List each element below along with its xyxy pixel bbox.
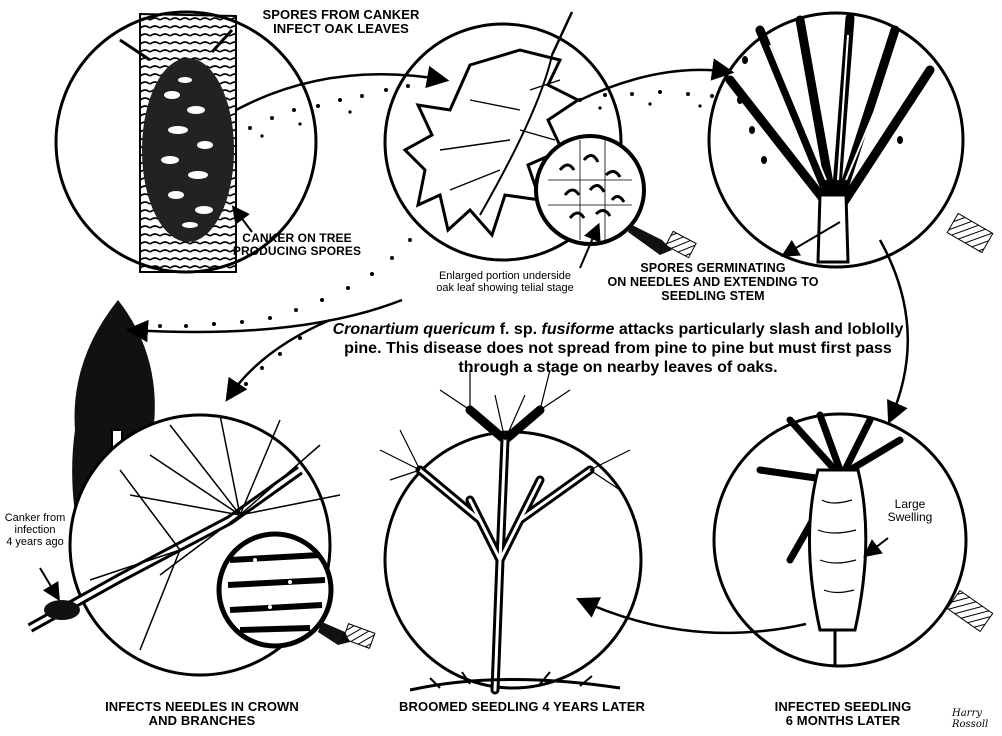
needle-magnifier xyxy=(219,534,375,648)
disease-description: Cronartium quericum f. sp. fusiforme att… xyxy=(318,320,918,378)
label-enlarged-portion: Enlarged portion underside oak leaf show… xyxy=(410,270,600,294)
label-infected-seedling: INFECTED SEEDLING 6 MONTHS LATER xyxy=(758,700,928,729)
label-large-swelling: Large Swelling xyxy=(870,498,950,524)
label-spores-from-canker: SPORES FROM CANKER INFECT OAK LEAVES xyxy=(236,8,446,37)
label-canker-from-infection: Canker from infection 4 years ago xyxy=(0,512,70,548)
label-broomed-seedling: BROOMED SEEDLING 4 YEARS LATER xyxy=(392,700,652,714)
species-fsp: f. sp. xyxy=(495,321,541,338)
broomed-seedling-circle xyxy=(380,370,641,690)
species-genus: Cronartium quericum xyxy=(333,321,496,338)
pointer-canker-infection xyxy=(40,568,58,598)
label-canker-on-tree: CANKER ON TREE PRODUCING SPORES xyxy=(222,232,372,258)
infected-seedling-circle xyxy=(714,414,993,666)
species-form: fusiforme xyxy=(542,321,615,338)
needles-germinating-circle xyxy=(709,13,993,267)
label-infects-needles: INFECTS NEEDLES IN CROWN AND BRANCHES xyxy=(82,700,322,729)
label-spores-germinating: SPORES GERMINATING ON NEEDLES AND EXTEND… xyxy=(598,262,828,303)
artist-signature: Harry Rossoll xyxy=(952,708,998,730)
